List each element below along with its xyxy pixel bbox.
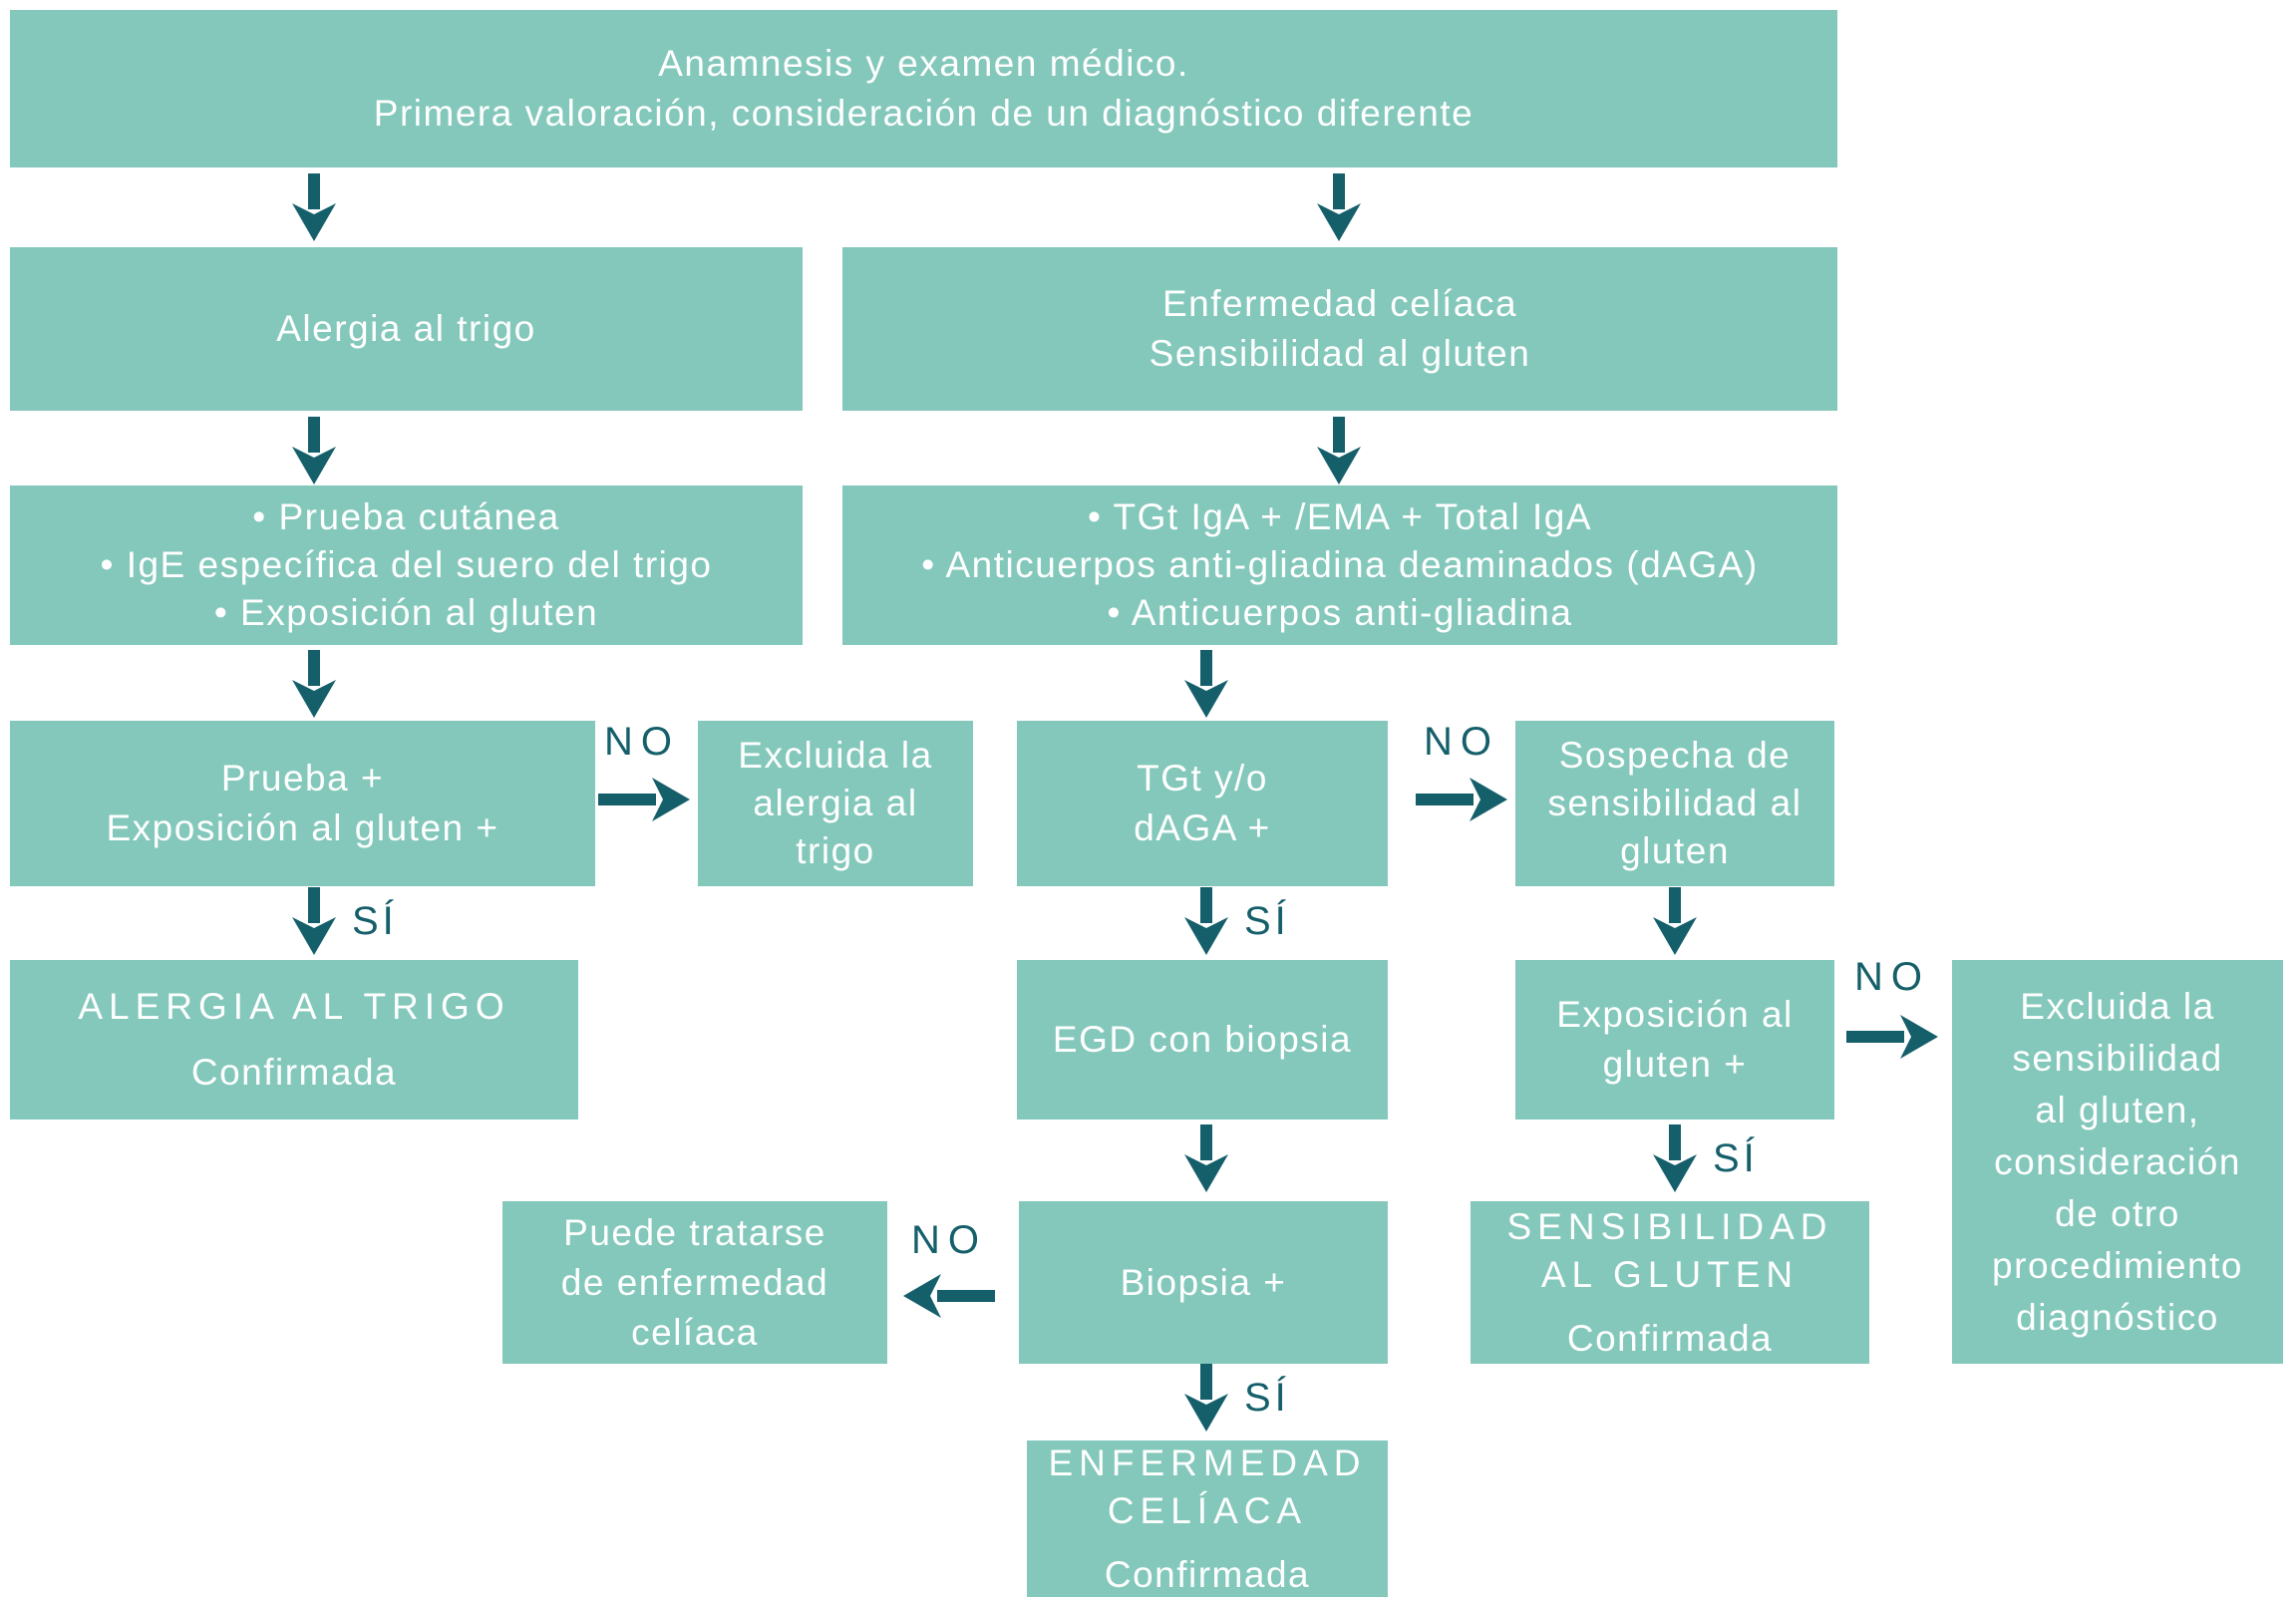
node-text-line: celíaca	[631, 1311, 759, 1353]
node-enfermedad-confirmada: ENFERMEDAD CELÍACA Confirmada	[1027, 1440, 1388, 1597]
node-text-line: • Anticuerpos anti-gliadina deaminados (…	[921, 544, 1759, 585]
node-prueba-positiva: Prueba + Exposición al gluten +	[10, 721, 595, 886]
arrow-down-icon	[1181, 650, 1231, 723]
arrow-down-icon	[1181, 1124, 1231, 1197]
arrow-down-icon	[1314, 417, 1364, 489]
arrow-right-icon	[1416, 772, 1507, 832]
node-puede-tratarse: Puede tratarse de enfermedad celíaca	[502, 1201, 887, 1364]
arrow-down-icon	[289, 887, 339, 960]
arrow-down-icon	[1314, 173, 1364, 246]
node-text-line: trigo	[796, 830, 875, 871]
node-text-line: ENFERMEDAD	[1048, 1441, 1367, 1483]
node-text-line: Puede tratarse	[563, 1211, 826, 1253]
node-biopsia-positiva: Biopsia +	[1019, 1201, 1388, 1364]
node-text-line: consideración	[1994, 1140, 2241, 1182]
arrow-down-icon	[1181, 887, 1231, 960]
node-text-line: gluten +	[1602, 1044, 1748, 1085]
arrow-down-icon	[289, 417, 339, 489]
node-text-line: Primera valoración, consideración de un …	[373, 93, 1475, 134]
node-text-line: ALERGIA AL TRIGO	[78, 986, 510, 1027]
node-text-line: SENSIBILIDAD	[1506, 1205, 1833, 1247]
arrow-down-icon	[1650, 1124, 1700, 1197]
arrow-right-icon	[598, 772, 690, 832]
edge-label-si: SÍ	[352, 899, 398, 943]
node-text-line: Enfermedad celíaca	[1161, 283, 1518, 324]
node-excluida-alergia: Excluida la alergia al trigo	[698, 721, 973, 886]
node-text-line: Excluida la	[738, 735, 933, 776]
node-text-line: Exposición al gluten +	[106, 807, 499, 848]
node-text-line: Alergia al trigo	[276, 308, 536, 349]
arrow-right-icon	[1846, 1009, 1938, 1070]
edge-label-no: NO	[1424, 720, 1499, 764]
node-anamnesis: Anamnesis y examen médico. Primera valor…	[10, 10, 1837, 167]
node-text-line: dAGA +	[1134, 807, 1271, 848]
node-alergia-confirmada: ALERGIA AL TRIGO Confirmada	[10, 960, 578, 1119]
arrow-down-icon	[1650, 887, 1700, 960]
node-text-line: • IgE específica del suero del trigo	[100, 544, 713, 585]
node-tgt-daga: TGt y/o dAGA +	[1017, 721, 1388, 886]
node-text-line: de enfermedad	[560, 1261, 829, 1303]
node-text-line: Biopsia +	[1120, 1261, 1287, 1303]
edge-label-no: NO	[1854, 955, 1930, 999]
edge-label-si: SÍ	[1244, 899, 1290, 943]
node-enfermedad-celiaca: Enfermedad celíaca Sensibilidad al glute…	[842, 247, 1837, 411]
edge-label-si: SÍ	[1713, 1136, 1759, 1180]
edge-label-no: NO	[604, 720, 680, 764]
arrow-left-icon	[903, 1268, 995, 1329]
node-text-line: sensibilidad	[2012, 1037, 2223, 1079]
node-text-line: de otro	[2055, 1192, 2180, 1234]
node-text-line: gluten	[1620, 830, 1730, 871]
node-text-line: • Exposición al gluten	[213, 592, 599, 633]
edge-label-si: SÍ	[1244, 1376, 1290, 1420]
arrow-down-icon	[289, 650, 339, 723]
node-text-line: Prueba +	[220, 758, 385, 799]
node-exposicion-gluten: Exposición al gluten +	[1515, 960, 1834, 1119]
node-text-line: Confirmada	[1104, 1553, 1311, 1595]
edge-label-no: NO	[911, 1218, 987, 1262]
node-text-line: Confirmada	[1566, 1317, 1774, 1359]
node-text-line: procedimiento	[1992, 1244, 2243, 1286]
node-text-line: • TGt IgA + /EMA + Total IgA	[1087, 496, 1593, 537]
node-text-line: Excluida la	[2020, 985, 2215, 1027]
node-text-line: al gluten,	[2035, 1089, 2200, 1130]
node-text-line: Sospecha de	[1558, 735, 1792, 776]
node-sospecha-sensibilidad: Sospecha de sensibilidad al gluten	[1515, 721, 1834, 886]
node-sensibilidad-confirmada: SENSIBILIDAD AL GLUTEN Confirmada	[1471, 1201, 1869, 1364]
arrow-down-icon	[1181, 1364, 1231, 1437]
arrow-down-icon	[289, 173, 339, 246]
node-excluida-sensibilidad: Excluida la sensibilidad al gluten, cons…	[1952, 960, 2283, 1364]
node-text-line: AL GLUTEN	[1540, 1253, 1800, 1295]
node-egd-biopsia: EGD con biopsia	[1017, 960, 1388, 1119]
node-text-line: • Prueba cutánea	[252, 496, 560, 537]
node-pruebas-trigo: • Prueba cutánea • IgE específica del su…	[10, 485, 803, 645]
node-text-line: CELÍACA	[1107, 1489, 1308, 1531]
node-text-line: Exposición al	[1556, 994, 1794, 1035]
node-pruebas-celiaca: • TGt IgA + /EMA + Total IgA • Anticuerp…	[842, 485, 1837, 645]
node-text-line: alergia al	[753, 783, 918, 823]
node-text-line: • Anticuerpos anti-gliadina	[1107, 592, 1573, 633]
node-text-line: diagnóstico	[2016, 1296, 2219, 1338]
node-text-line: Sensibilidad al gluten	[1148, 333, 1531, 374]
node-text-line: Confirmada	[190, 1052, 398, 1093]
node-text-line: sensibilidad al	[1547, 783, 1803, 823]
node-text-line: TGt y/o	[1137, 758, 1268, 799]
node-text-line: EGD con biopsia	[1052, 1019, 1353, 1060]
node-alergia-al-trigo: Alergia al trigo	[10, 247, 803, 411]
node-text-line: Anamnesis y examen médico.	[658, 43, 1189, 84]
